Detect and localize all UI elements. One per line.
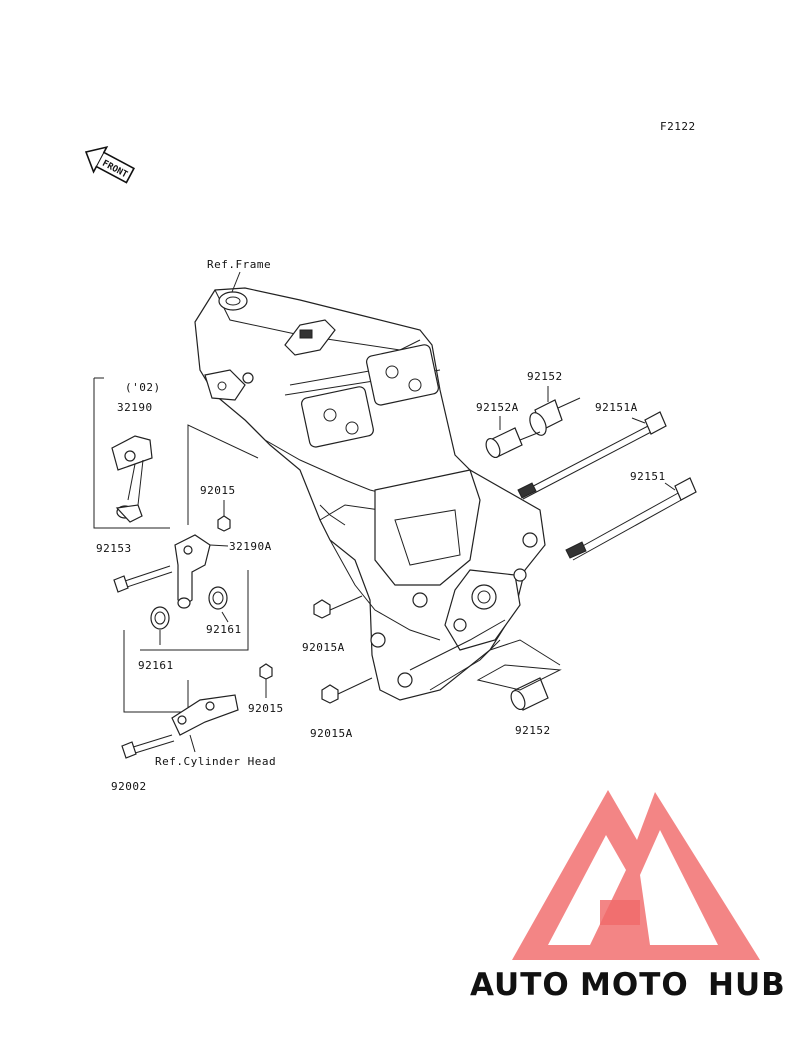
part-92152-collar-top xyxy=(529,386,581,436)
part-32190-box xyxy=(93,377,170,529)
frame-assembly xyxy=(194,287,546,701)
label-92002: 92002 xyxy=(111,780,147,793)
label-ref-frame: Ref.Frame xyxy=(207,258,271,271)
figure-code: F2122 xyxy=(660,120,696,133)
part-92151-bolt xyxy=(565,477,697,561)
label-32190: 32190 xyxy=(117,401,153,414)
part-92002-bolt xyxy=(121,734,175,759)
label-92152a: 92152A xyxy=(476,401,519,414)
part-92015a-nut-upper xyxy=(313,595,363,619)
leader-ref-frame xyxy=(231,271,241,293)
label-92151: 92151 xyxy=(630,470,666,483)
label-92015a-upper: 92015A xyxy=(302,641,345,654)
label-92151a: 92151A xyxy=(595,401,638,414)
label-ref-cylinder-head: Ref.Cylinder Head xyxy=(155,755,276,768)
label-92152-top: 92152 xyxy=(527,370,563,383)
label-92015-bottom: 92015 xyxy=(248,702,284,715)
part-92151a-bolt xyxy=(517,411,667,500)
label-92015-top: 92015 xyxy=(200,484,236,497)
label-92161-right: 92161 xyxy=(206,623,242,636)
label-32190a: 32190A xyxy=(229,540,272,553)
logo-auto-text: AUTO xyxy=(470,967,570,1003)
part-cylinder-head-bracket xyxy=(171,694,239,753)
logo-hub-text: HUB xyxy=(708,967,786,1003)
front-arrow-icon: FRONT xyxy=(84,145,135,184)
part-92161-bushing-left xyxy=(150,606,170,645)
part-92153-bolt xyxy=(113,565,173,593)
part-92015-nut-bottom xyxy=(259,663,273,698)
label-92015a-lower: 92015A xyxy=(310,727,353,740)
part-92161-bushing-right xyxy=(208,586,229,623)
part-32190a-bracket xyxy=(174,534,229,609)
label-year-note: ('02) xyxy=(125,381,161,394)
label-92152-bottom: 92152 xyxy=(515,724,551,737)
automotohub-logo: AUTO MOTO HUB xyxy=(470,790,786,1003)
part-92152-collar-bottom xyxy=(476,639,562,711)
label-92161-left: 92161 xyxy=(138,659,174,672)
guide-box-right xyxy=(140,570,249,651)
part-92015a-nut-lower xyxy=(321,677,373,704)
logo-moto-text: MOTO xyxy=(580,967,689,1003)
label-92153: 92153 xyxy=(96,542,132,555)
guide-line xyxy=(187,424,259,525)
part-92015-nut-top xyxy=(217,500,231,532)
guide-box-left xyxy=(123,630,189,713)
part-92152a-collar xyxy=(485,416,541,459)
